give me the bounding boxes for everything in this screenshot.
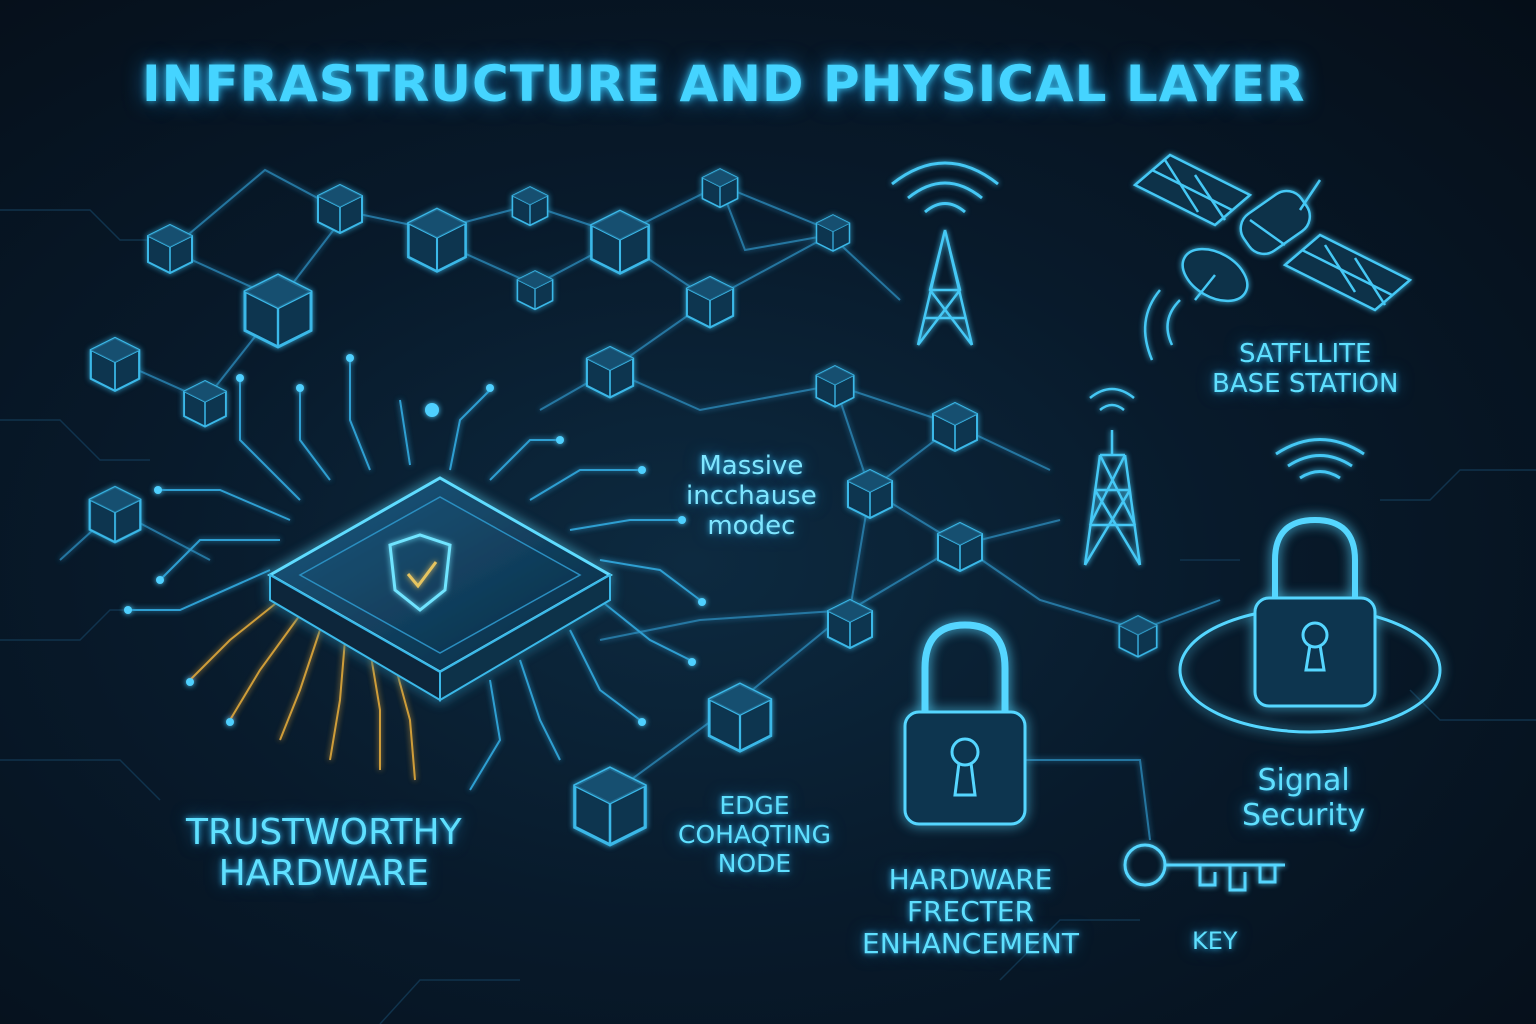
label-edge-node: EDGE COHAQTING NODE (678, 791, 831, 878)
cube-node-icon (1118, 615, 1158, 658)
shield-check-icon (388, 533, 452, 612)
label-trustworthy-hardware: TRUSTWORTHY HARDWARE (186, 812, 462, 895)
cube-node-icon (815, 365, 855, 408)
label-line: SATFLLITE (1238, 339, 1372, 369)
cube-node-icon (932, 402, 978, 452)
label-massive-mimo: Massive incchause modec (686, 451, 817, 542)
label-signal-security: Signal Security (1242, 763, 1366, 833)
wireless-signal-icon (1143, 289, 1181, 361)
chip-traces (124, 354, 706, 791)
cell-tower-icon (916, 229, 974, 346)
label-line: COHAQTING (678, 819, 831, 849)
cube-node-icon (847, 469, 893, 519)
label-line: BASE STATION (1212, 368, 1399, 399)
label-key: KEY (1192, 927, 1238, 955)
cube-node-icon (685, 275, 735, 329)
cube-node-icon (937, 522, 983, 572)
label-line: FRECTER (906, 895, 1034, 929)
cube-node-icon (827, 599, 873, 649)
label-line: HARDWARE (888, 863, 1053, 896)
cube-node-icon (511, 186, 549, 227)
cube-node-icon (585, 345, 635, 399)
page-title: INFRASTRUCTURE AND PHYSICAL LAYER (142, 55, 1306, 113)
label-line: Signal (1257, 763, 1350, 798)
cube-node-icon (243, 273, 313, 349)
cube-node-icon (183, 380, 227, 428)
padlock-icon (1178, 516, 1442, 734)
cube-node-icon (407, 207, 467, 273)
network-links (59, 168, 1221, 841)
cell-tower-icon (1083, 430, 1142, 566)
label-line: EDGE (719, 791, 790, 820)
cube-node-icon (89, 336, 141, 392)
wireless-signal-icon (891, 161, 999, 214)
cube-node-icon (88, 485, 142, 544)
label-line: ENHANCEMENT (862, 927, 1079, 961)
label-line: HARDWARE (218, 853, 430, 895)
label-line: TRUSTWORTHY (186, 812, 462, 853)
wireless-signal-icon (1089, 387, 1135, 411)
satellite-icon (1132, 153, 1413, 312)
cube-node-icon (701, 168, 739, 209)
label-line: Security (1242, 797, 1366, 833)
label-hardware-enhancement: HARDWARE FRECTER ENHANCEMENT (862, 863, 1079, 961)
cube-node-icon (707, 682, 773, 753)
label-line: incchause (686, 480, 817, 511)
cube-node-icon (815, 214, 851, 252)
key-icon (1123, 843, 1285, 892)
cube-node-icon (590, 209, 650, 275)
cube-node-icon (317, 184, 363, 234)
cube-node-icon (516, 270, 554, 311)
padlock-icon (903, 621, 1027, 826)
label-line: NODE (717, 848, 792, 878)
label-line: modec (707, 510, 796, 541)
label-line: Massive (699, 451, 804, 481)
secure-chip-icon (266, 476, 614, 702)
wireless-signal-icon (1275, 438, 1365, 480)
cube-node-icon (147, 224, 193, 274)
background-traces (0, 209, 1536, 1024)
label-satellite-base-station: SATFLLITE BASE STATION (1212, 339, 1399, 400)
cube-node-icon (573, 766, 647, 847)
